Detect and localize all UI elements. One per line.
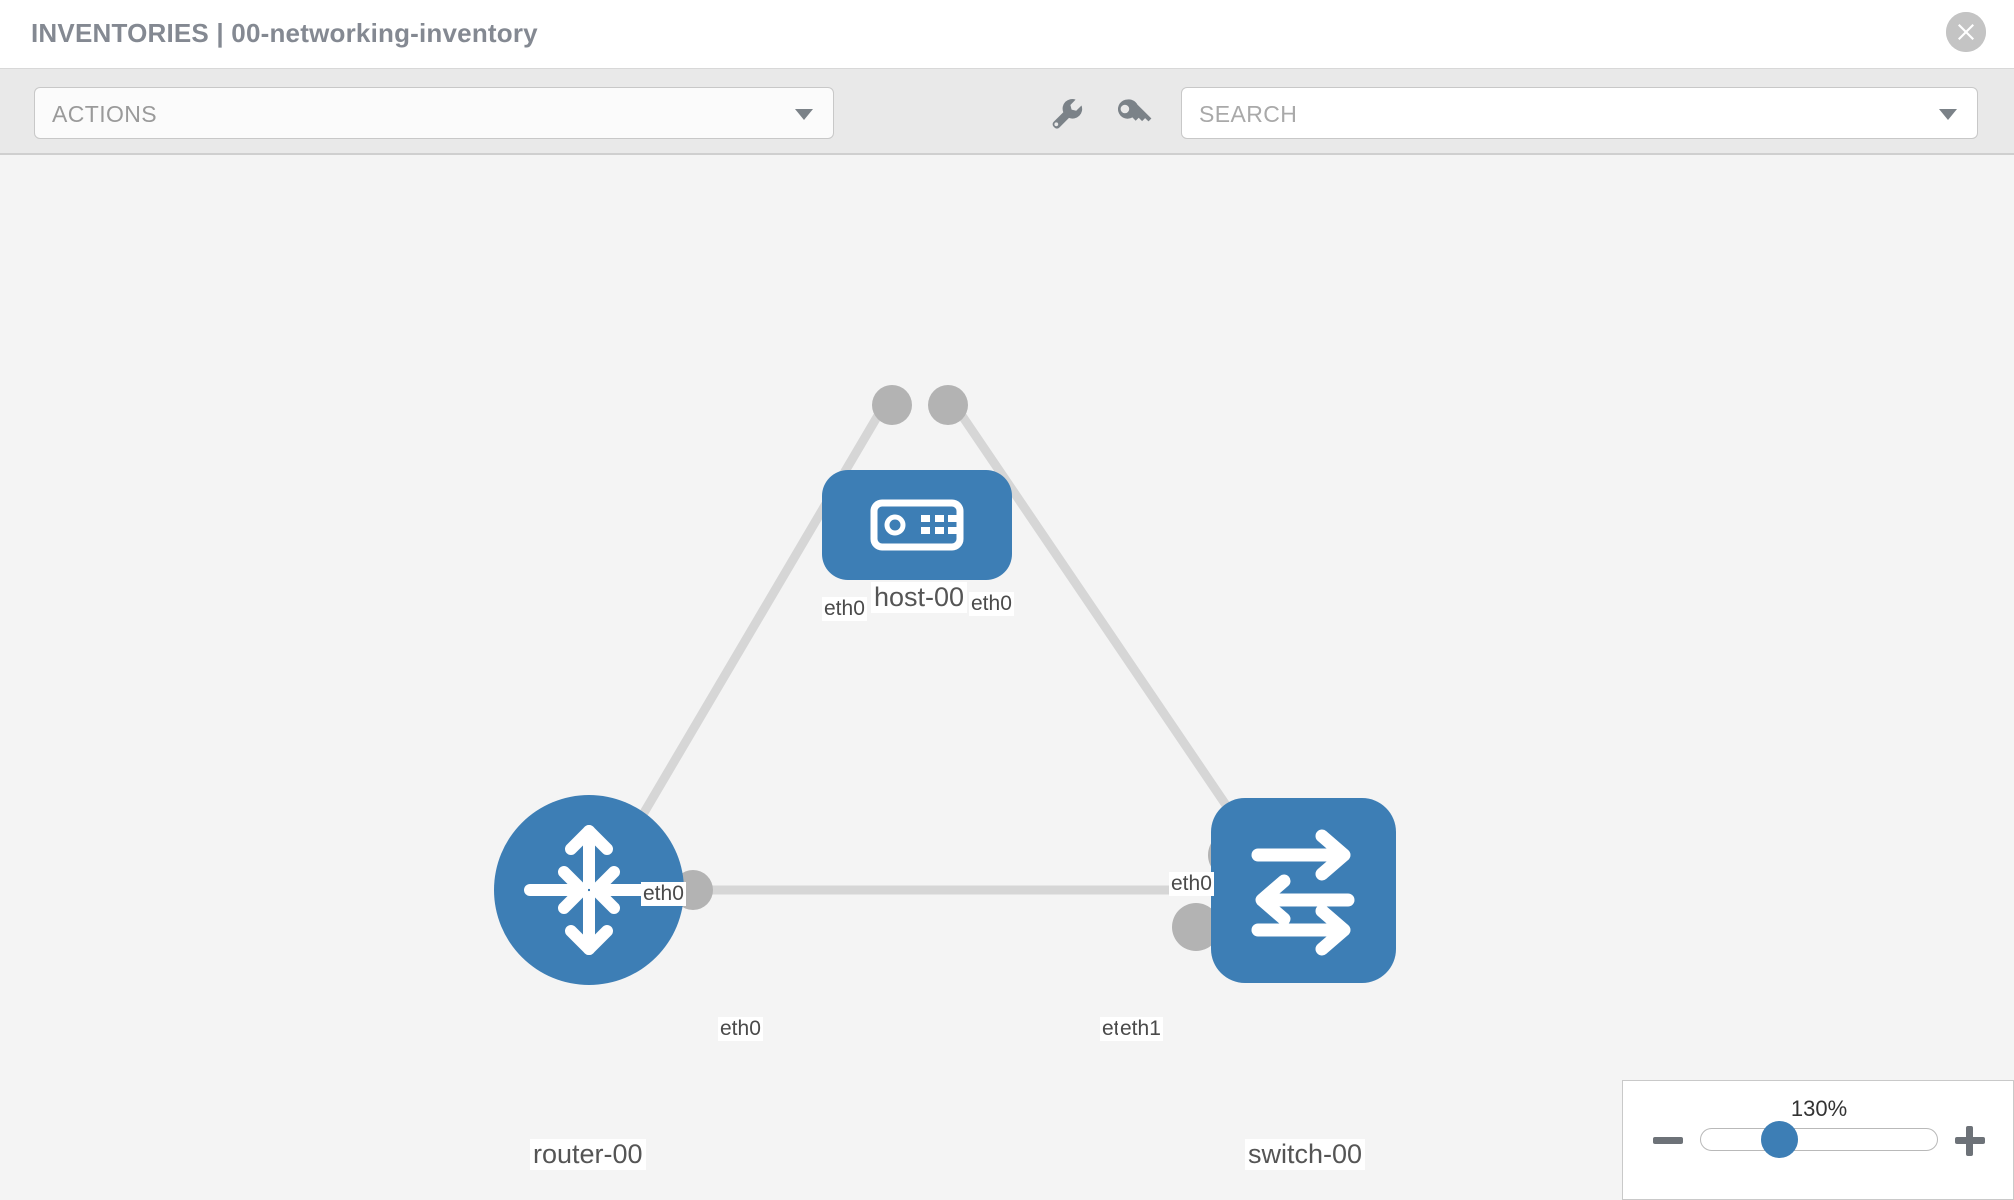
edge-label-switch00-eth1: eth1	[1118, 1017, 1163, 1042]
edge-host00-switch00	[943, 390, 1273, 872]
toolbar: ACTIONS SEARCH	[0, 69, 2014, 155]
node-label-switch-00: switch-00	[1245, 1139, 1366, 1171]
topology-canvas[interactable]: eth0 eth0 eth0 eth0 eth0 eth0 eth1 host-…	[0, 155, 2014, 1200]
zoom-in-button[interactable]	[1953, 1123, 1987, 1157]
edge-label-router00-uplink-eth0: eth0	[641, 882, 686, 907]
zoom-percent-label: 130%	[1790, 1096, 1848, 1121]
minus-icon	[1653, 1137, 1683, 1144]
node-switch-00	[1211, 798, 1396, 983]
connector-host00-right	[928, 385, 968, 425]
actions-dropdown-label: ACTIONS	[52, 101, 158, 127]
node-label-router-00: router-00	[530, 1139, 646, 1171]
zoom-control: 130%	[1622, 1080, 2014, 1200]
wrench-icon[interactable]	[1042, 91, 1086, 135]
close-icon[interactable]	[1946, 12, 1986, 52]
zoom-out-button[interactable]	[1651, 1123, 1685, 1157]
node-host-00	[822, 470, 1012, 580]
edge-host00-router00	[607, 390, 895, 872]
plus-icon-vertical	[1966, 1126, 1973, 1156]
actions-dropdown[interactable]: ACTIONS	[34, 87, 834, 139]
router-four-arrows-icon	[524, 825, 654, 955]
chevron-down-icon	[795, 109, 813, 120]
switch-bidirectional-arrows-icon	[1251, 829, 1355, 956]
search-input-placeholder: SEARCH	[1199, 101, 1298, 127]
topology-connectors	[673, 385, 1256, 951]
node-router-00	[494, 795, 684, 985]
search-input[interactable]: SEARCH	[1181, 87, 1978, 139]
zoom-slider-thumb[interactable]	[1761, 1121, 1798, 1158]
chevron-down-icon[interactable]	[1939, 109, 1957, 120]
topology-graph	[494, 385, 1396, 985]
edge-label-host00-eth0-left: eth0	[822, 597, 867, 622]
edge-label-router00-eth0: eth0	[718, 1017, 763, 1042]
key-icon[interactable]	[1110, 91, 1154, 135]
server-device-icon	[870, 499, 964, 551]
topology-edges	[607, 390, 1277, 895]
edge-label-host00-eth0-right: eth0	[969, 592, 1014, 617]
connector-host00-left	[872, 385, 912, 425]
page-header: INVENTORIES | 00-networking-inventory	[0, 0, 2014, 69]
node-label-host-00: host-00	[871, 582, 968, 614]
edge-label-switch00-uplink-eth0: eth0	[1169, 872, 1214, 897]
page-title: INVENTORIES | 00-networking-inventory	[31, 18, 538, 48]
connector-switch00-west	[1172, 903, 1220, 951]
zoom-slider[interactable]	[1700, 1128, 1938, 1151]
